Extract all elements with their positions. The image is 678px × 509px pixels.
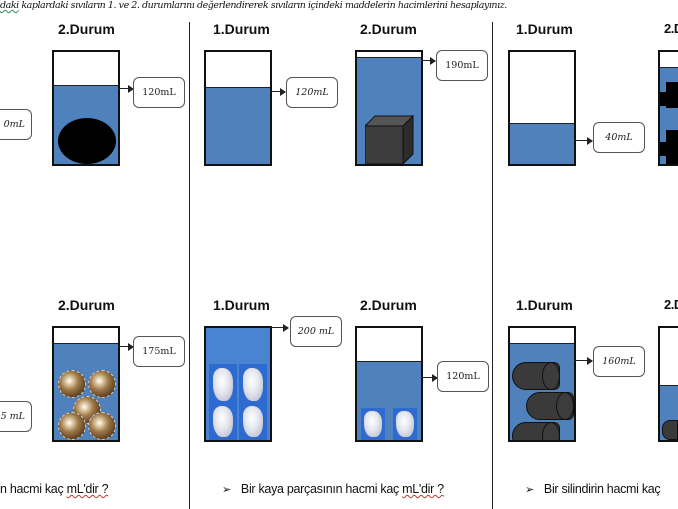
volume-label: 175mL	[133, 336, 185, 367]
volume-label: 120mL	[437, 361, 489, 392]
beaker	[52, 326, 120, 442]
cylinder-object	[526, 392, 574, 420]
state-title: 2.Durum	[360, 21, 417, 37]
arrow-bullet-icon: ➢	[222, 484, 231, 496]
volume-label-partial: 0mL	[0, 109, 32, 140]
question-text: Bir silindirin hacmi kaç	[543, 482, 661, 496]
state-title: 1.Durum	[213, 297, 270, 313]
rock-object	[361, 408, 385, 440]
arrow-bullet-icon: ➢	[525, 484, 534, 496]
question-unit: mL'dir ?	[402, 482, 444, 496]
beaker	[508, 50, 576, 166]
black-block-object	[666, 82, 678, 108]
cylinder-object	[662, 420, 678, 440]
column-divider-2	[492, 22, 493, 509]
beaker	[508, 326, 576, 442]
volume-label: 160mL	[593, 346, 645, 377]
level-arrow	[421, 56, 436, 65]
rock-object	[393, 408, 417, 440]
volume-label: 120mL	[286, 77, 338, 108]
level-arrow	[270, 87, 286, 96]
question-text: n hacmi kaç	[0, 482, 67, 496]
sphere-object	[58, 412, 86, 440]
question-2: ➢ Bir kaya parçasının hacmi kaç mL'dir ?	[222, 482, 444, 496]
black-block-object	[660, 92, 666, 106]
cube-object	[365, 114, 415, 164]
black-ellipse-object	[58, 118, 116, 164]
beaker	[355, 326, 423, 442]
question-3: ➢ Bir silindirin hacmi kaç	[525, 482, 678, 496]
volume-label-partial: 5 mL	[0, 401, 32, 432]
level-arrow	[118, 84, 134, 93]
instruction-text: daki kaplardaki sıvıların 1. ve 2. durum…	[0, 0, 676, 11]
level-arrow	[574, 356, 593, 365]
state-title: 1.Durum	[213, 21, 270, 37]
volume-label: 120mL	[133, 77, 185, 108]
instruction-fragment: daki	[0, 0, 19, 11]
volume-label: 200 mL	[290, 316, 342, 347]
question-unit: mL'dir ?	[66, 482, 109, 496]
level-arrow	[270, 323, 289, 332]
state-title: 2.Durum	[360, 297, 417, 313]
level-arrow	[118, 342, 134, 351]
cylinder-object	[512, 422, 560, 440]
level-arrow	[421, 373, 438, 382]
rock-object	[209, 364, 237, 404]
sphere-object	[88, 370, 116, 398]
water	[510, 123, 574, 164]
cylinder-object	[512, 362, 560, 390]
beaker	[204, 50, 272, 166]
beaker	[52, 50, 120, 166]
black-block-object	[660, 142, 666, 156]
volume-label: 190mL	[436, 50, 488, 81]
beaker	[355, 50, 423, 166]
water	[206, 87, 270, 164]
level-arrow	[574, 136, 593, 145]
beaker	[658, 50, 678, 166]
state-title: 2.Durum	[58, 21, 115, 37]
beaker	[204, 326, 272, 442]
sphere-object	[88, 412, 116, 440]
state-title: 2.D	[664, 21, 678, 36]
volume-label: 40mL	[593, 122, 645, 153]
state-title: 1.Durum	[516, 21, 573, 37]
state-title: 2.D	[664, 297, 678, 312]
instruction-rest: kaplardaki sıvıların 1. ve 2. durumların…	[18, 0, 507, 11]
state-title: 2.Durum	[58, 297, 115, 313]
sphere-object	[58, 370, 86, 398]
column-divider-1	[189, 22, 190, 509]
black-block-object	[666, 130, 678, 164]
question-1: n hacmi kaç mL'dir ?	[0, 482, 109, 496]
rock-object	[239, 364, 267, 404]
state-title: 1.Durum	[516, 297, 573, 313]
question-text: Bir kaya parçasının hacmi kaç	[240, 482, 403, 496]
rock-object	[239, 402, 267, 440]
rock-object	[209, 402, 237, 440]
beaker	[658, 326, 678, 442]
